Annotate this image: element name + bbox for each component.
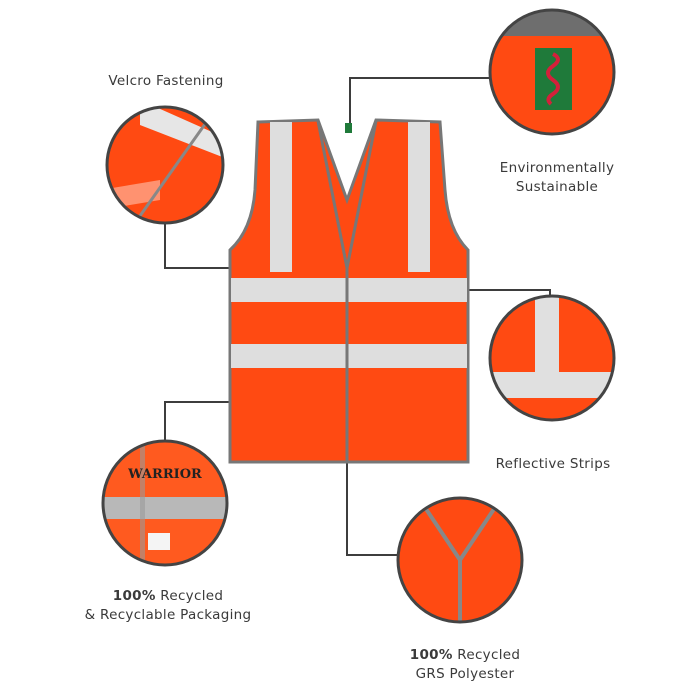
reflective-strip-detail-image: [488, 294, 616, 422]
eco-label-detail-image: [488, 8, 616, 136]
environment-line1: Environmentally: [499, 160, 615, 176]
packaging-detail-image: WARRIOR: [101, 439, 229, 567]
svg-text:WARRIOR: WARRIOR: [127, 467, 202, 482]
polyester-fabric-detail-image: [396, 496, 524, 624]
environmentally-sustainable-label: Environmentally Sustainable: [500, 159, 614, 197]
packaging-label: 100% Recycled & Recyclable Packaging: [85, 587, 252, 625]
polyester-line2: GRS Polyester: [415, 666, 515, 682]
polyester-label: 100% Recycled GRS Polyester: [410, 646, 520, 684]
packaging-line2: & Recyclable Packaging: [84, 607, 252, 623]
velcro-fastening-label: Velcro Fastening: [108, 73, 224, 89]
packaging-percent: 100%: [112, 588, 156, 604]
polyester-line1: Recycled: [452, 647, 521, 663]
velcro-detail-image: [105, 105, 225, 225]
packaging-line1: Recycled: [155, 588, 224, 604]
polyester-percent: 100%: [409, 647, 453, 663]
environment-line2: Sustainable: [515, 179, 599, 195]
reflective-strips-label: Reflective Strips: [495, 456, 611, 472]
vest-image: [228, 118, 470, 464]
